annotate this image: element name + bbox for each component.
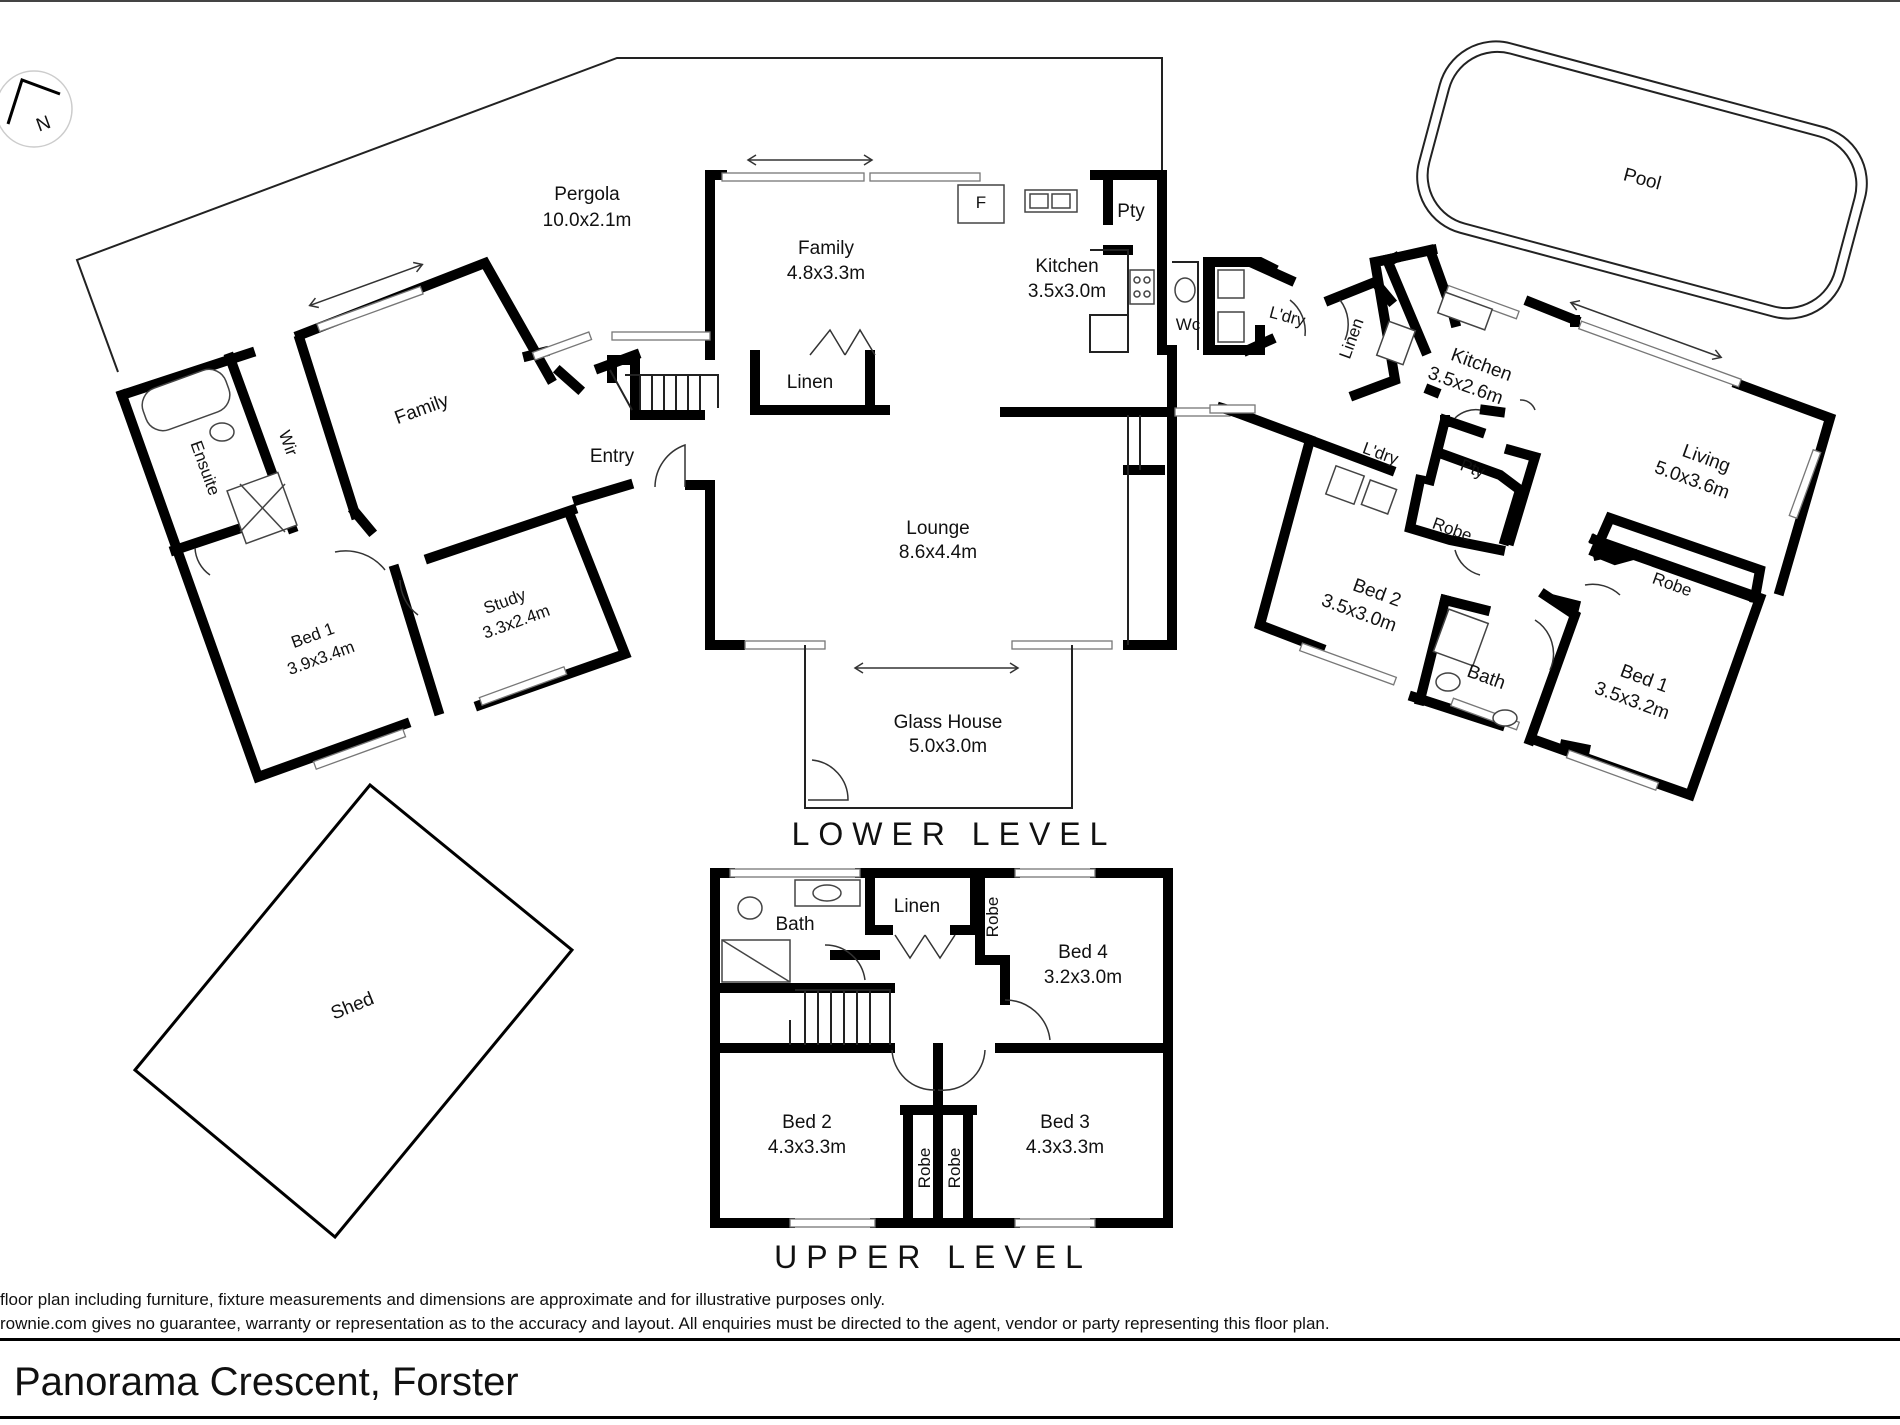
disclaimer-line-2: rownie.com gives no guarantee, warranty … <box>0 1314 1330 1333</box>
compass-north-label: N <box>33 112 53 136</box>
svg-text:F: F <box>976 193 986 212</box>
room-lounge-size: 8.6x4.4m <box>899 542 977 563</box>
upper-room-robe-bed4-name: Robe <box>983 897 1002 938</box>
disclaimer-line-1: floor plan including furniture, fixture … <box>0 1290 886 1309</box>
room-glass-house-name: Glass House <box>894 712 1003 733</box>
pool-label: Pool <box>1621 164 1663 194</box>
left-wing-walls <box>115 256 635 784</box>
shed: Shed <box>132 782 575 1240</box>
header-rule <box>0 0 1900 2</box>
upper-room-bed2-size: 4.3x3.3m <box>768 1137 846 1158</box>
lower-level: F <box>75 57 1837 852</box>
upper-room-bed4-size: 3.2x3.0m <box>1044 967 1122 988</box>
room-kitchen-main-name: Kitchen <box>1035 256 1098 277</box>
room-kitchen-main-size: 3.5x3.0m <box>1028 281 1106 302</box>
address-rule-top <box>0 1338 1900 1341</box>
right-wing-walls <box>1215 244 1837 802</box>
upper-level-walls <box>710 868 1173 1228</box>
room-wc-name: Wc <box>1176 315 1201 334</box>
upper-room-bed3-size: 4.3x3.3m <box>1026 1137 1104 1158</box>
room-pty-main-name: Pty <box>1117 201 1145 222</box>
room-bath-right-name: Bath <box>1464 661 1508 694</box>
room-ensuite-name: Ensuite <box>187 438 224 498</box>
upper-room-bath-name: Bath <box>775 914 814 935</box>
pergola-outline <box>75 57 1163 373</box>
room-pergola-name: Pergola <box>554 184 620 205</box>
main-block-walls <box>607 170 1279 650</box>
upper-level-heading: UPPER LEVEL <box>774 1239 1092 1275</box>
pool: Pool <box>1416 40 1868 320</box>
upper-room-bed2-name: Bed 2 <box>782 1112 832 1133</box>
upper-room-robe-bed3-name: Robe <box>945 1148 964 1189</box>
room-linen-main-name: Linen <box>787 372 834 393</box>
room-ldry-main-name: L'dry <box>1267 303 1307 331</box>
upper-room-bed3-name: Bed 3 <box>1040 1112 1090 1133</box>
room-wir-name: Wir <box>275 428 302 459</box>
upper-stairs <box>789 989 891 1045</box>
upper-room-linen-name: Linen <box>894 896 941 917</box>
room-pergola-size: 10.0x2.1m <box>543 210 632 231</box>
upper-room-bed4-name: Bed 4 <box>1058 942 1108 963</box>
upper-room-robe-bed2-name: Robe <box>915 1148 934 1189</box>
room-family-main-name: Family <box>798 238 854 259</box>
upper-level: Bath Linen Robe Bed 4 3.2x3.0m Bed 2 4.3… <box>710 868 1173 1275</box>
room-linen-right-name: Linen <box>1335 316 1367 362</box>
room-glass-house-size: 5.0x3.0m <box>909 736 987 757</box>
disclaimer: floor plan including furniture, fixture … <box>0 1288 1900 1336</box>
room-family-main-size: 4.8x3.3m <box>787 263 865 284</box>
lower-level-heading: LOWER LEVEL <box>792 816 1117 852</box>
room-lounge-name: Lounge <box>906 518 969 539</box>
property-address: Panorama Crescent, Forster <box>14 1360 519 1404</box>
room-pty-right-name: Pty <box>1458 455 1488 481</box>
compass: N <box>0 70 73 148</box>
room-family-left-name: Family <box>392 390 452 429</box>
lower-stairs <box>593 348 719 411</box>
wc-ldry-link-walls <box>1157 255 1307 357</box>
address-rule-bottom <box>0 1416 1900 1419</box>
room-entry-name: Entry <box>590 446 635 467</box>
